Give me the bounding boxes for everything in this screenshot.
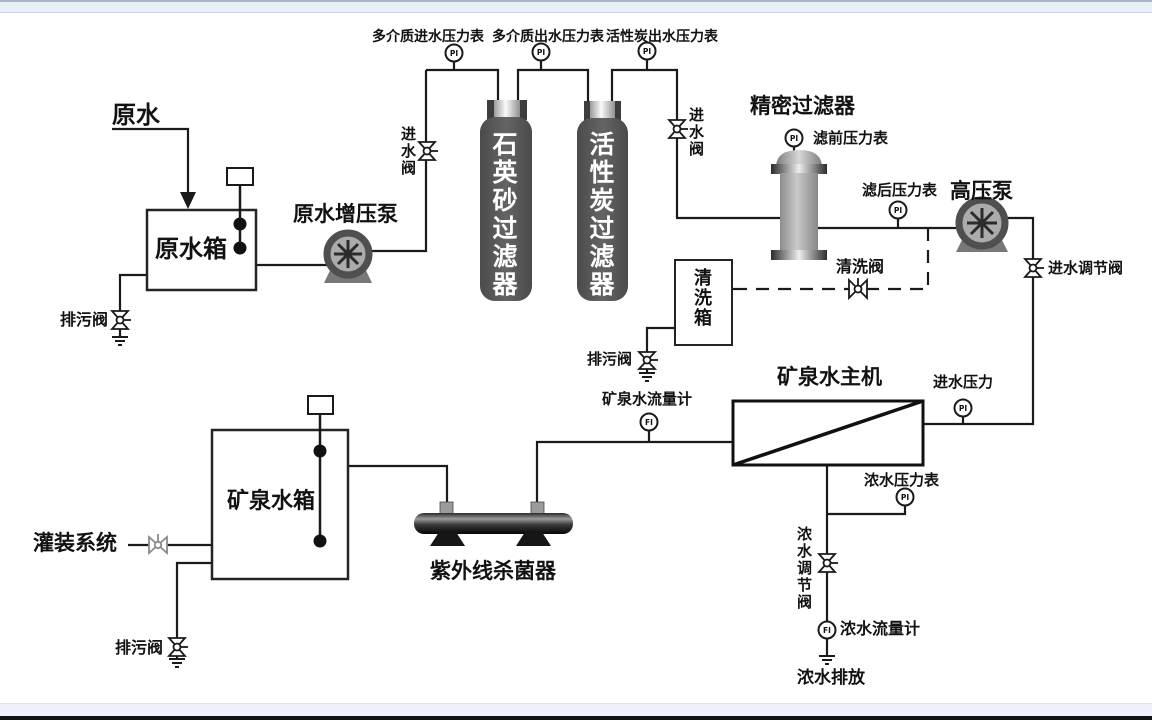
carbon-filter-label: 活性炭过滤器	[586, 131, 615, 299]
gauge-conc-pressure: PI	[895, 487, 915, 507]
pipe-gauge-stubs-top	[452, 59, 649, 70]
ground-cleantank-drain	[639, 372, 655, 382]
cleaning-tank-label: 清洗箱	[691, 268, 712, 328]
ground-mineraltank-drain	[169, 658, 185, 668]
inlet-regulating-valve-label: 进水调节阀	[1048, 259, 1124, 277]
inlet-valve-1	[416, 141, 438, 161]
pipe-top-manifold	[426, 68, 782, 220]
gauge-carbon-outlet: PI	[637, 41, 657, 61]
ro-main-unit	[731, 399, 925, 467]
gauge-prefilter: PI	[784, 128, 804, 148]
precision-filter-label: 精密过滤器	[750, 94, 855, 118]
quartz-sand-filter	[480, 100, 532, 301]
mm-inlet-gauge-label: 多介质进水压力表	[372, 29, 484, 45]
drain-valve-1	[109, 310, 131, 330]
prefilter-gauge-label: 滤前压力表	[813, 129, 889, 147]
cleaning-valve-label: 清洗阀	[836, 257, 885, 276]
gauge-inlet-pressure: PI	[953, 398, 973, 418]
conc-pressure-label: 浓水压力表	[864, 471, 940, 489]
postfilter-gauge-label: 滤后压力表	[862, 181, 938, 199]
filling-system-label: 灌装系统	[33, 531, 117, 555]
uv-foot-right	[516, 532, 551, 546]
carbon-outlet-gauge-label: 活性炭出水压力表	[606, 29, 718, 45]
ro-membrane-diagonal	[732, 399, 924, 467]
precision-filter	[771, 150, 827, 260]
svg-text:PI: PI	[643, 47, 651, 56]
gauge-postfilter: PI	[888, 200, 908, 220]
activated-carbon-filter	[577, 101, 628, 301]
uv-sterilizer	[414, 501, 573, 546]
ground-rawtank-drain	[112, 336, 128, 346]
uv-sterilizer-label: 紫外线杀菌器	[430, 559, 556, 583]
inlet-valve-2	[666, 119, 688, 139]
filling-valve	[148, 534, 168, 556]
drain-valve-3	[166, 637, 188, 657]
cleaning-valve	[848, 277, 868, 301]
conc-regulating-valve-label: 浓水调节阀	[795, 526, 813, 611]
drain-valve-1-label: 排污阀	[60, 310, 109, 329]
uv-port-left	[439, 501, 454, 515]
pipe-mineraltank-drain	[175, 561, 212, 659]
pipe-cleaning-dashed	[742, 228, 930, 291]
gauge-mm-inlet: PI	[444, 43, 464, 63]
ground-symbols	[112, 336, 835, 668]
pipe-mineraltank-to-uv	[348, 464, 449, 503]
quartz-filter-label: 石英砂过滤器	[489, 131, 518, 299]
mineral-water-tank	[210, 428, 350, 581]
drain-valve-2-label: 排污阀	[587, 350, 633, 368]
pipe-raw-water-inlet	[112, 127, 190, 195]
valve-symbols	[109, 119, 1044, 657]
raw-water-tank-label: 原水箱	[155, 235, 227, 263]
raw-water-label: 原水	[112, 101, 160, 129]
booster-pump	[323, 229, 373, 283]
ro-main-unit-label: 矿泉水主机	[777, 365, 882, 389]
booster-pump-label: 原水增压泵	[293, 202, 398, 226]
inlet-valve-1-label: 进水阀	[399, 126, 417, 177]
conc-regulating-valve	[816, 553, 838, 573]
pipe-ro-permeate	[535, 430, 733, 503]
gauges: PI PI PI PI PI PI	[444, 41, 973, 640]
mm-outlet-gauge-label: 多介质出水压力表	[492, 29, 604, 45]
svg-text:FI: FI	[823, 626, 831, 635]
mineraltank-level-sensor	[307, 395, 334, 548]
mineral-flow-meter-label: 矿泉水流量计	[602, 390, 693, 408]
svg-text:PI: PI	[894, 206, 902, 215]
conc-discharge-label: 浓水排放	[797, 668, 865, 688]
flowmeter-mineral: FI	[639, 412, 659, 432]
svg-text:PI: PI	[901, 493, 909, 502]
inlet-valve-2-label: 进水阀	[687, 107, 705, 158]
pipe-pump-riser	[368, 70, 428, 253]
inlet-regulating-valve	[1022, 258, 1044, 278]
uv-port-right	[530, 501, 545, 515]
drain-valve-2	[636, 351, 658, 370]
flowmeter-conc: FI	[817, 620, 837, 640]
ground-conc-discharge	[819, 655, 835, 665]
svg-text:PI: PI	[537, 48, 545, 57]
inlet-pressure-label: 进水压力	[933, 373, 994, 391]
window-top-strip	[0, 0, 1152, 13]
rawtank-level-sensor	[226, 167, 254, 255]
window-bottom-bar	[0, 716, 1152, 720]
drain-valve-3-label: 排污阀	[115, 638, 164, 657]
svg-text:PI: PI	[450, 49, 458, 58]
svg-text:FI: FI	[645, 418, 653, 427]
mineral-tank-label: 矿泉水箱	[227, 489, 316, 514]
cleaning-tank	[674, 259, 733, 346]
window-bottom-strip	[0, 703, 1152, 716]
gauge-mm-outlet: PI	[531, 42, 551, 62]
conc-flow-meter-label: 浓水流量计	[840, 619, 921, 638]
svg-text:PI: PI	[790, 134, 798, 143]
pipe-precfilter-out	[818, 218, 960, 230]
high-pressure-pump	[955, 196, 1009, 252]
pipe-rawtank-drain	[118, 273, 147, 337]
svg-text:PI: PI	[959, 404, 967, 413]
raw-water-arrowhead	[180, 192, 196, 209]
uv-foot-left	[430, 532, 465, 546]
hp-pump-label: 高压泵	[950, 179, 1013, 203]
